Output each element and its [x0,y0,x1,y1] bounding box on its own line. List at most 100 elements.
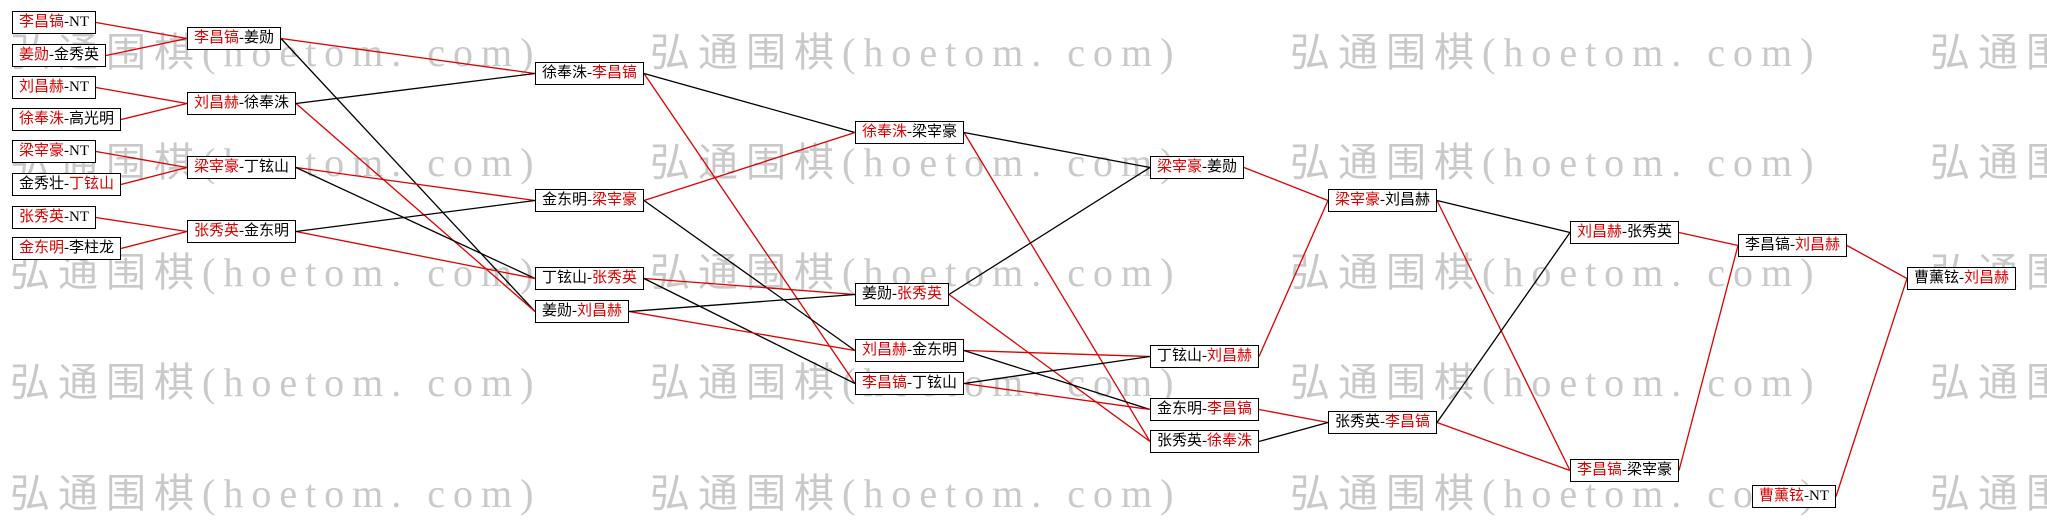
edge-line-c2m4-c3m2 [295,199,536,233]
match-box-c3m4[interactable]: 姜勋-刘昌赫 [535,300,630,323]
edge-line-c5m2-c6m1 [1258,200,1329,357]
edge-line-c6m1-c7m2 [1436,200,1571,471]
edge-line-c1m6-c2m3 [120,166,188,186]
watermark-text: 弘通围棋(hoetom. com) [1930,30,2047,75]
player-name-1: 李昌镐 [1745,237,1791,253]
separator: - [1202,433,1208,449]
separator: - [64,209,70,225]
match-box-c2m4[interactable]: 张秀英-金东明 [187,220,297,243]
player-name-1: 李昌镐 [862,375,908,391]
match-box-c3m1[interactable]: 徐奉洙-李昌镐 [535,62,645,85]
separator: - [1380,414,1386,430]
player-name-1: 姜勋 [19,47,50,63]
match-box-c2m2[interactable]: 刘昌赫-徐奉洙 [187,92,297,115]
edge-line-c1m3-c2m2 [95,86,188,105]
match-box-c4m1[interactable]: 徐奉洙-梁宰豪 [855,121,965,144]
match-box-c1m8[interactable]: 金东明-李柱龙 [12,237,122,260]
player-name-1: 梁宰豪 [1157,159,1203,175]
match-box-c2m3[interactable]: 梁宰豪-丁铉山 [187,156,297,179]
player-name-1: 丁铉山 [1157,348,1203,364]
watermark-text: 弘通围棋(hoetom. com) [1290,471,1822,516]
player-name-1: 刘昌赫 [194,95,240,111]
player-name-2: 李柱龙 [69,240,115,256]
watermark-text: 弘通围棋(hoetom. com) [1290,360,1822,405]
player-name-1: 梁宰豪 [194,159,240,175]
edge-line-c5m4-c6m2 [1258,421,1329,443]
match-box-c5m3[interactable]: 金东明-李昌镐 [1150,398,1260,421]
match-box-c6m1[interactable]: 梁宰豪-刘昌赫 [1328,189,1438,212]
player-name-2: 张秀英 [897,286,943,302]
edge-line-c4m4-c5m3 [963,382,1151,411]
player-name-2: 丁铉山 [912,375,958,391]
edge-line-c4m2-c5m4 [948,293,1151,443]
edge-line-c2m4-c3m3 [295,230,536,280]
match-box-c4m2[interactable]: 姜勋-张秀英 [855,283,950,306]
player-name-1: 张秀英 [194,223,240,239]
match-box-c6m2[interactable]: 张秀英-李昌镐 [1328,411,1438,434]
match-box-nt[interactable]: 曹薰铉-NT [1752,485,1837,508]
separator: - [572,303,578,319]
match-box-c1m4[interactable]: 徐奉洙-高光明 [12,108,122,131]
separator: - [1202,401,1208,417]
match-box-c4m3[interactable]: 刘昌赫-金东明 [855,339,965,362]
separator: - [587,65,593,81]
player-name-1: 李昌镐 [194,30,240,46]
separator: - [1622,224,1628,240]
separator: - [1202,348,1208,364]
edge-line-c1m1-c2m1 [95,21,188,40]
match-box-c3m2[interactable]: 金东明-梁宰豪 [535,189,645,212]
match-box-c5m2[interactable]: 丁铉山-刘昌赫 [1150,345,1260,368]
edge-line-c2m2-c3m4 [295,103,536,312]
player-name-1: 张秀英 [1335,414,1381,430]
separator: - [64,111,70,127]
player-name-1: 刘昌赫 [19,79,65,95]
edge-line-nt-c9m1 [1835,278,1908,497]
player-name-2: 李昌镐 [1385,414,1431,430]
edge-line-c4m1-c5m4 [963,132,1151,442]
match-box-c4m4[interactable]: 李昌镐-丁铉山 [855,372,965,395]
player-name-2: 金东明 [912,342,958,358]
player-name-1: 徐奉洙 [862,124,908,140]
separator: - [49,47,55,63]
separator: - [64,176,70,192]
player-name-2: 徐奉洙 [1207,433,1253,449]
edge-line-c3m2-c4m1 [643,131,856,202]
match-box-c1m7[interactable]: 张秀英-NT [12,206,97,229]
match-box-c3m3[interactable]: 丁铉山-张秀英 [535,267,645,290]
match-box-c1m1[interactable]: 李昌镐-NT [12,11,97,34]
match-box-c5m4[interactable]: 张秀英-徐奉洙 [1150,430,1260,453]
player-name-1: 徐奉洙 [542,65,588,81]
player-name-1: 金东明 [542,192,588,208]
player-name-2: 刘昌赫 [1207,348,1253,364]
match-box-c1m6[interactable]: 金秀壮-丁铉山 [12,173,122,196]
edge-line-c3m3-c4m4 [643,277,856,385]
match-box-c1m5[interactable]: 梁宰豪-NT [12,140,97,163]
edge-line-c2m1-c3m4 [280,38,536,312]
separator: - [1202,159,1208,175]
separator: - [239,159,245,175]
edge-line-c4m2-c5m1 [948,166,1151,296]
match-box-c2m1[interactable]: 李昌镐-姜勋 [187,27,282,50]
watermark-text: 弘通围棋(hoetom. com) [10,471,542,516]
edge-line-c5m3-c6m2 [1258,408,1329,424]
match-box-c5m1[interactable]: 梁宰豪-姜勋 [1150,156,1245,179]
watermark-text: 弘通围棋(hoetom. com) [650,30,1182,75]
match-box-c7m1[interactable]: 刘昌赫-张秀英 [1570,221,1680,244]
player-name-1: 曹薰铉 [1759,488,1805,504]
edge-line-c6m2-c7m1 [1436,232,1571,423]
separator: - [1959,270,1965,286]
match-box-c9m1[interactable]: 曹薰铉-刘昌赫 [1907,267,2017,290]
edge-line-c2m3-c3m3 [295,166,536,280]
edge-line-c6m1-c7m1 [1436,199,1571,234]
edge-line-c2m3-c3m2 [295,166,536,202]
match-box-c1m2[interactable]: 姜勋-金秀英 [12,44,107,67]
edge-line-c6m2-c7m2 [1436,421,1571,472]
player-name-1: 金东明 [1157,401,1203,417]
match-box-c7m2[interactable]: 李昌镐-梁宰豪 [1570,459,1680,482]
player-name-1: 徐奉洙 [19,111,65,127]
match-box-c1m3[interactable]: 刘昌赫-NT [12,76,97,99]
player-name-2: NT [69,209,90,225]
match-box-c8m1[interactable]: 李昌镐-刘昌赫 [1738,234,1848,257]
